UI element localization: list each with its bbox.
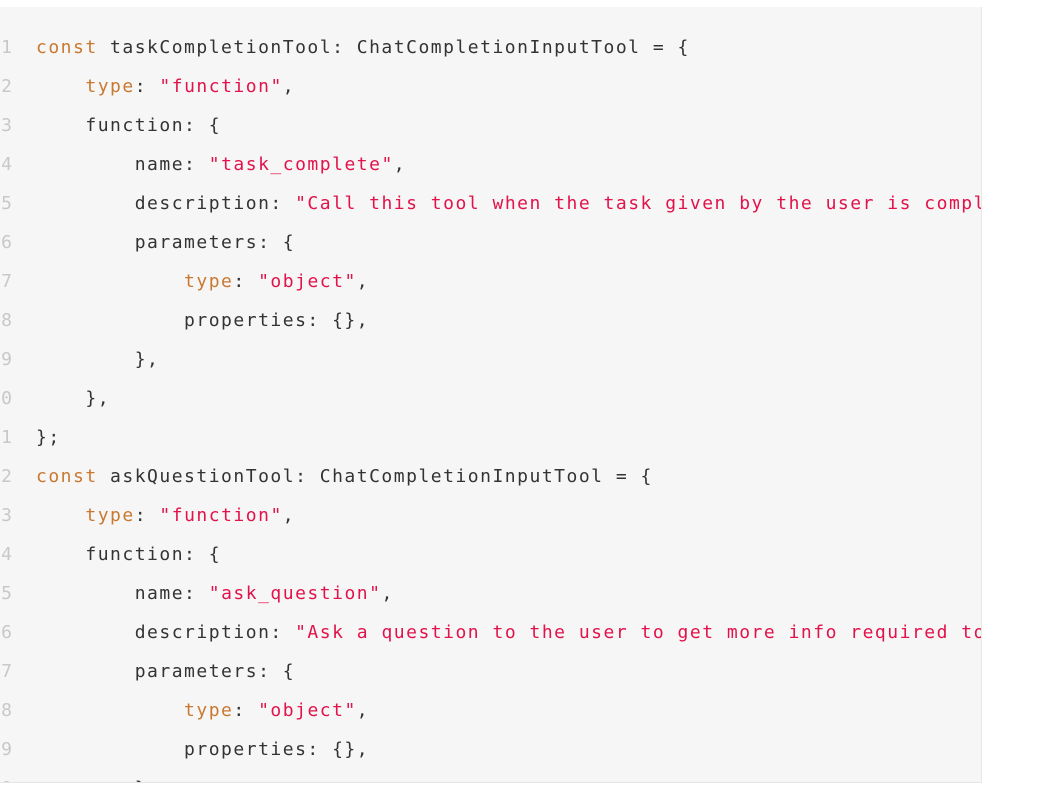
code-token: taskCompletionTool: ChatCompletionInputT… [97, 37, 690, 58]
keyword-token: type [85, 505, 135, 526]
code-text: type: "function", [36, 67, 295, 106]
code-token: askQuestionTool: ChatCompletionInputTool… [97, 466, 653, 487]
code-token: name: [134, 583, 209, 604]
line-number: 3 [1, 115, 12, 136]
line-number: 8 [1, 310, 12, 331]
line-number: 1 [1, 37, 12, 58]
code-text: properties: {}, [36, 730, 369, 769]
code-text: description: "Call this tool when the ta… [36, 184, 982, 223]
code-token: function: { [85, 115, 222, 136]
code-token: , [356, 700, 370, 721]
line-number: 10 [0, 388, 12, 409]
code-text: }, [36, 340, 159, 379]
code-text: parameters: { [36, 652, 295, 691]
string-token: "Ask a question to the user to get more … [295, 622, 982, 643]
code-text: function: { [36, 106, 221, 145]
string-token: "function" [159, 505, 283, 526]
code-text: const askQuestionTool: ChatCompletionInp… [36, 457, 653, 496]
line-number: 6 [1, 232, 12, 253]
code-token: }; [36, 427, 61, 448]
keyword-token: type [184, 271, 234, 292]
code-token: , [282, 505, 296, 526]
code-text: }; [36, 418, 61, 457]
code-text: name: "ask_question", [36, 574, 394, 613]
code-token: description: [134, 193, 296, 214]
code-text: name: "task_complete", [36, 145, 406, 184]
line-number: 12 [0, 466, 12, 487]
code-token: , [393, 154, 407, 175]
code-token: : [134, 76, 160, 97]
code-text: type: "object", [36, 262, 369, 301]
code-token: : [233, 271, 259, 292]
string-token: "function" [159, 76, 283, 97]
code-text: type: "object", [36, 691, 369, 730]
string-token: "ask_question" [208, 583, 382, 604]
code-token: function: { [85, 544, 222, 565]
code-token: properties: {}, [184, 310, 370, 331]
code-text: function: { [36, 535, 221, 574]
keyword-token: type [85, 76, 135, 97]
line-number: 20 [0, 769, 12, 782]
string-token: "Call this tool when the task given by t… [295, 193, 982, 214]
code-token: parameters: { [134, 232, 296, 253]
code-text: }, [36, 769, 160, 782]
code-text: }, [36, 379, 110, 418]
code-text: parameters: { [36, 223, 295, 262]
line-number: 4 [1, 154, 12, 175]
line-number: 18 [0, 700, 12, 721]
line-number: 11 [0, 427, 12, 448]
line-number: 9 [1, 349, 12, 370]
line-number: 15 [0, 583, 12, 604]
line-number: 13 [0, 505, 12, 526]
line-number: 16 [0, 622, 12, 643]
code-token: properties: {}, [184, 739, 370, 760]
code-token: description: [134, 622, 296, 643]
code-token: parameters: { [134, 661, 296, 682]
code-token: , [282, 76, 296, 97]
string-token: "object" [258, 271, 357, 292]
line-number: 7 [1, 271, 12, 292]
code-token: , [381, 583, 394, 604]
string-token: "task_complete" [208, 154, 394, 175]
line-number: 14 [0, 544, 12, 565]
line-number: 5 [1, 193, 12, 214]
code-token: : [233, 700, 259, 721]
keyword-token: type [184, 700, 234, 721]
code-token: , [356, 271, 370, 292]
code-token: }, [134, 349, 160, 370]
keyword-token: const [36, 466, 98, 487]
line-number: 2 [1, 76, 12, 97]
code-token: }, [135, 778, 160, 782]
code-token: name: [134, 154, 209, 175]
code-token: : [134, 505, 160, 526]
keyword-token: const [36, 37, 98, 58]
string-token: "object" [258, 700, 357, 721]
code-text: type: "function", [36, 496, 295, 535]
code-token: }, [85, 388, 111, 409]
code-text: description: "Ask a question to the user… [36, 613, 982, 652]
code-text: properties: {}, [36, 301, 369, 340]
line-number: 17 [0, 661, 12, 682]
code-text: const taskCompletionTool: ChatCompletion… [36, 28, 690, 67]
code-block[interactable]: 1 const taskCompletionTool: ChatCompletio… [0, 7, 982, 783]
line-number: 19 [0, 739, 12, 760]
